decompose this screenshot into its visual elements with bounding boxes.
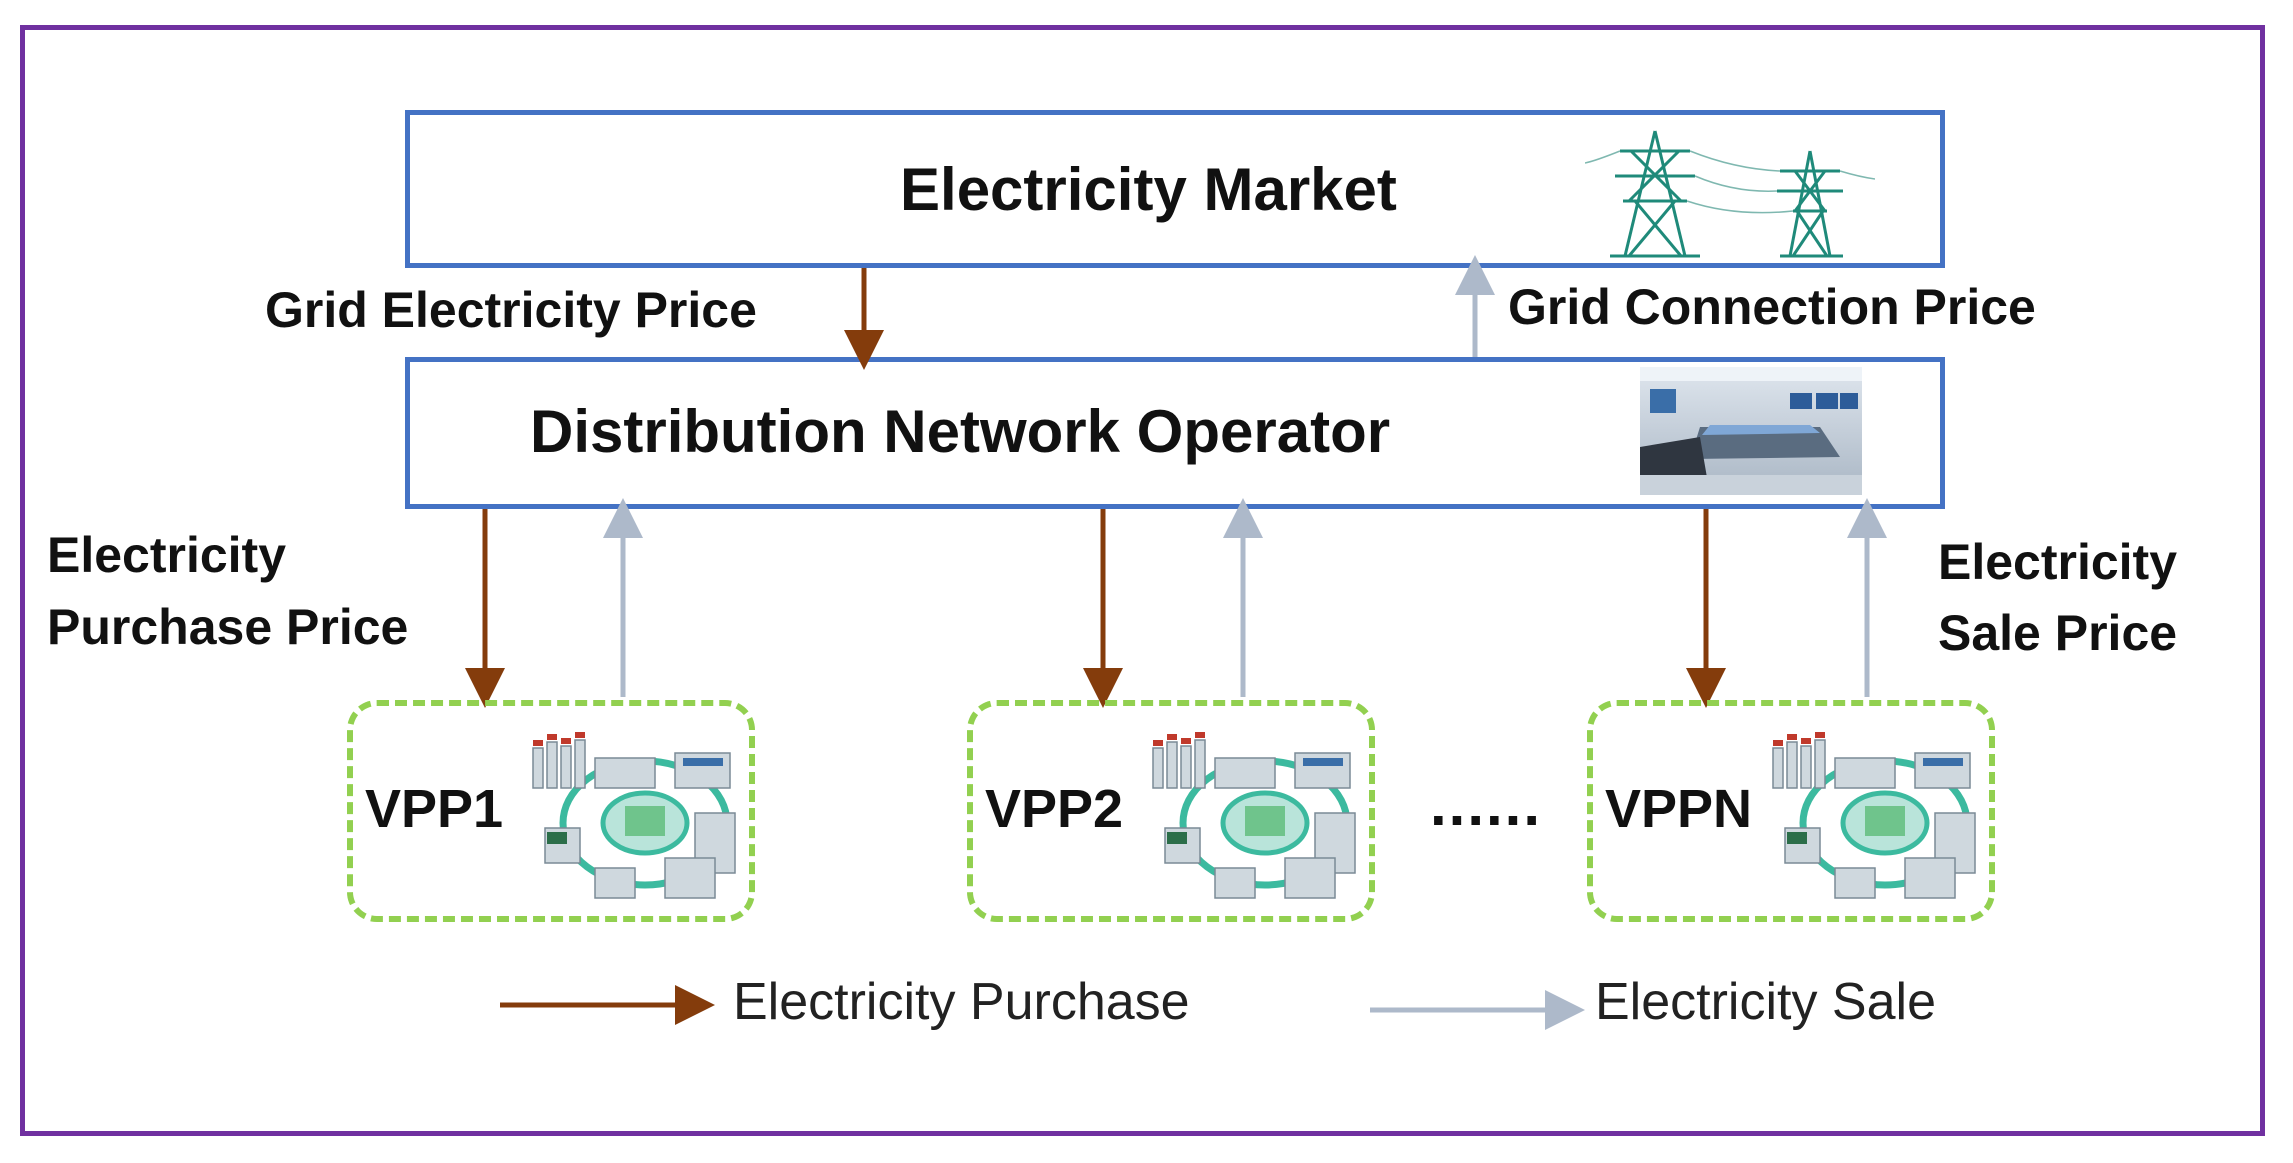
control-room-photo bbox=[1640, 367, 1862, 495]
vpp-network-icon bbox=[1772, 732, 1976, 899]
grid-electricity-price-label: Grid Electricity Price bbox=[265, 282, 757, 338]
purchase-price-label-line2: Purchase Price bbox=[47, 599, 409, 655]
vpp-network-icon bbox=[532, 732, 736, 899]
vpp-box-2: VPP2 bbox=[967, 700, 1375, 922]
distribution-network-operator-title: Distribution Network Operator bbox=[530, 398, 1391, 465]
diagram-frame bbox=[20, 25, 2265, 1136]
legend-sale-label: Electricity Sale bbox=[1595, 973, 1936, 1031]
vpp-box-n: VPPN bbox=[1587, 700, 1995, 922]
transmission-tower-icon bbox=[1585, 130, 1875, 258]
vpp-name: VPP1 bbox=[365, 779, 504, 839]
grid-connection-price-label: Grid Connection Price bbox=[1508, 279, 2036, 335]
sale-price-label-line1: Electricity bbox=[1938, 534, 2178, 590]
sale-price-label-line2: Sale Price bbox=[1938, 605, 2178, 661]
vpp-name: VPPN bbox=[1605, 779, 1753, 839]
legend-purchase-label: Electricity Purchase bbox=[733, 973, 1190, 1031]
vpp-box-1: VPP1 bbox=[347, 700, 755, 922]
ellipsis-more-vpps: ...... bbox=[1430, 771, 1543, 838]
vpp-network-icon bbox=[1152, 732, 1356, 899]
electricity-market-title: Electricity Market bbox=[900, 156, 1397, 223]
electricity-market-box: Electricity Market bbox=[405, 110, 1945, 268]
vpp-name: VPP2 bbox=[985, 779, 1124, 839]
purchase-price-label-line1: Electricity bbox=[47, 527, 287, 583]
